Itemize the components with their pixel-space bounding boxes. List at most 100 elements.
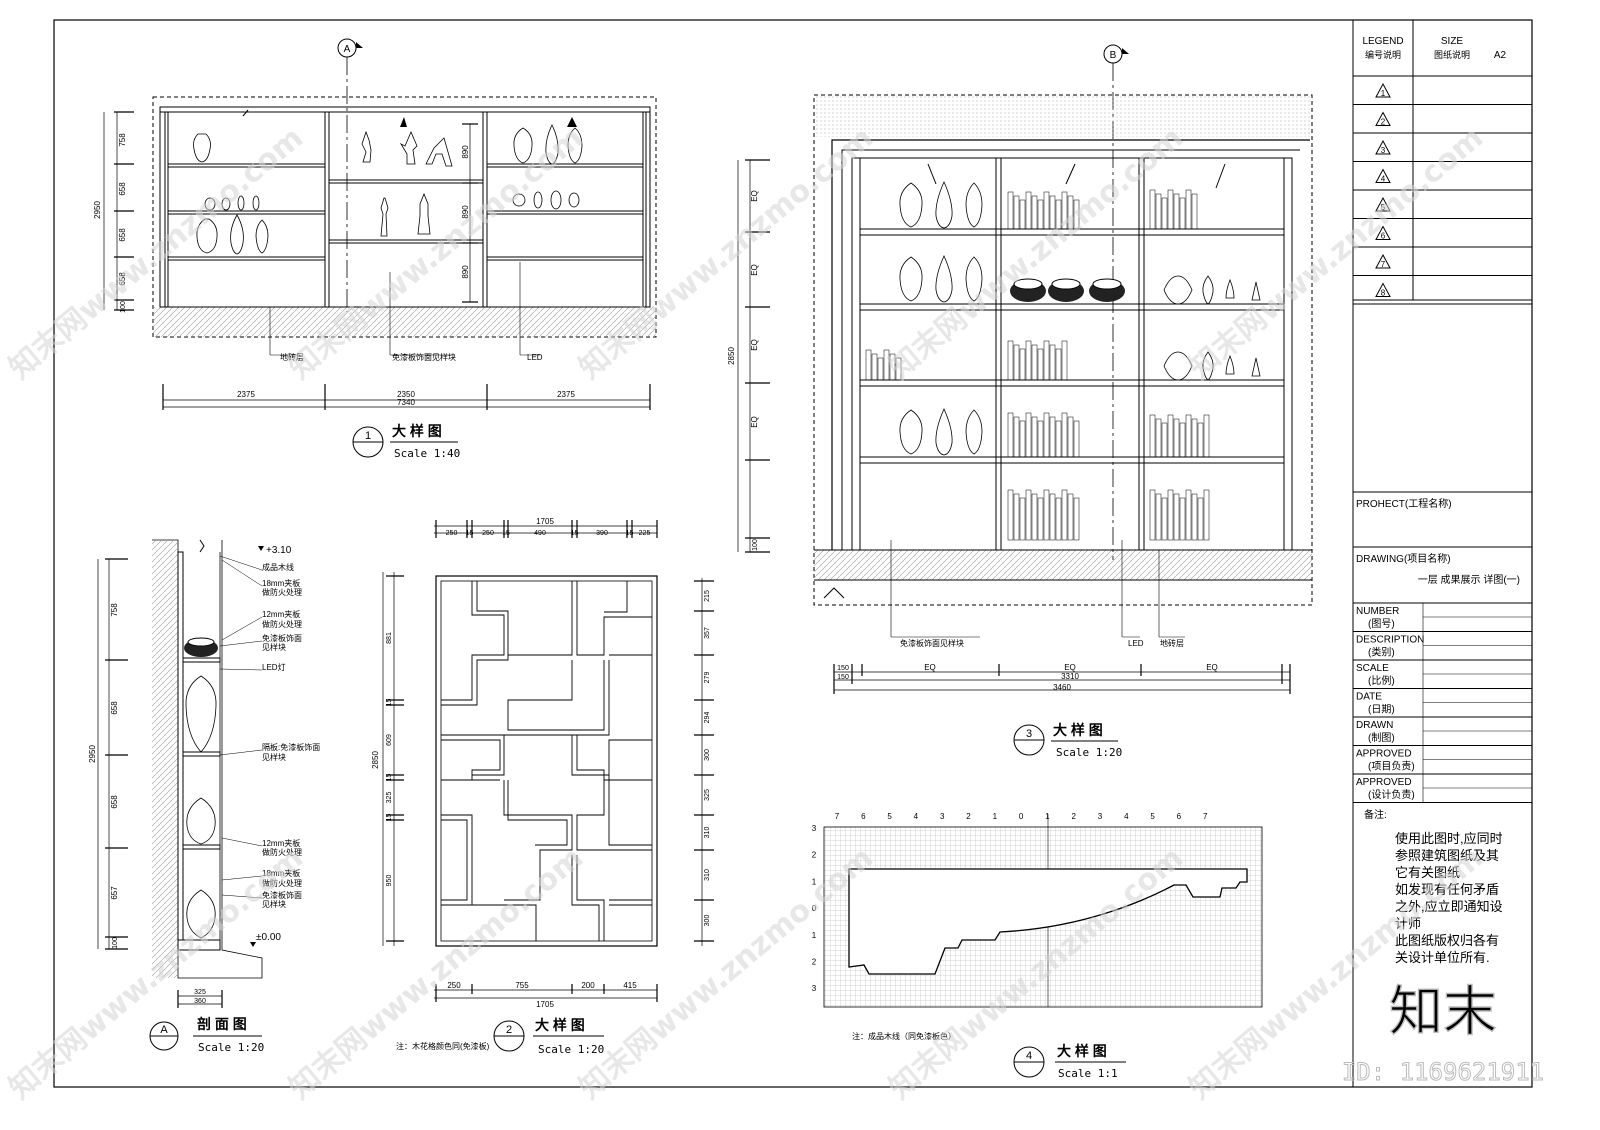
- d2-dim-left: 15: [386, 814, 393, 822]
- d2-dim-right: 279: [704, 672, 711, 684]
- field-label-en: APPROVED: [1356, 749, 1412, 760]
- field-label-cn: (类别): [1368, 646, 1395, 659]
- section-a: +3.10 ±0.00 成品木线18mm夹板做防火处理12mm夹板做防火处理免漆…: [88, 539, 320, 1054]
- legend-row-number: 5: [1381, 203, 1386, 212]
- d2-note: 注：木花格颜色同(免漆板): [396, 1041, 490, 1051]
- note-line: 之外,应立即通知设: [1395, 899, 1503, 914]
- sa-dim-left-5: 100: [112, 937, 119, 949]
- drawing-label: DRAWING(项目名称): [1356, 552, 1451, 565]
- d3-dim-left-5: 100: [752, 539, 759, 551]
- detail-1-title: 大 样 图: [392, 423, 442, 439]
- section-a-callout: 免漆板饰面: [262, 890, 302, 900]
- dim-left-2: 658: [118, 182, 127, 196]
- section-a-callout: 18mm夹板: [262, 868, 300, 878]
- dim-bottom-1: 2375: [237, 390, 255, 399]
- field-rows: NUMBER(图号)DESCRIPTION(类别)SCALE(比例)DATE(日…: [1353, 603, 1532, 803]
- section-a-callout: 见样块: [262, 899, 286, 909]
- d2-dim-top: 390: [596, 530, 608, 537]
- section-a-callout: 做防火处理: [262, 847, 302, 857]
- section-a-callout: 成品木线: [262, 562, 294, 572]
- detail-3-scale: Scale 1:20: [1056, 746, 1122, 759]
- section-a-callout: 12mm夹板: [262, 838, 300, 848]
- detail-1-elevation: A: [93, 38, 657, 460]
- d2-dim-left: 15: [386, 699, 393, 707]
- d3-dim-bottom-eq2: EQ: [1064, 663, 1076, 672]
- sa-dim-bottom-1: 325: [194, 989, 206, 996]
- d4-tick-left: 0: [812, 904, 817, 913]
- legend-triangle-icon: [1375, 282, 1391, 297]
- detail-4-scale: Scale 1:1: [1058, 1067, 1118, 1080]
- d2-dim-left: 881: [386, 632, 393, 644]
- note-line: 关设计单位所有.: [1395, 950, 1490, 965]
- size-label: SIZE: [1441, 36, 1464, 47]
- section-a-callout: 见样块: [262, 642, 286, 652]
- field-label-en: NUMBER: [1356, 606, 1399, 617]
- legend-triangle-icon: [1375, 225, 1391, 240]
- dim-left-total: 2950: [93, 201, 102, 219]
- field-label-cn: (图号): [1368, 618, 1395, 630]
- sa-dim-left-3: 658: [110, 795, 119, 809]
- sa-dim-left-total: 2950: [88, 745, 97, 763]
- brand-id: ID: 1169621911: [1342, 1058, 1544, 1086]
- section-a-callout: 12mm夹板: [262, 609, 300, 619]
- field-label-en: APPROVED: [1356, 777, 1412, 788]
- d3-dim-bottom-eq1: EQ: [924, 663, 936, 672]
- d2-dim-bottom-3: 200: [581, 981, 595, 990]
- legend-row-number: 7: [1381, 260, 1386, 269]
- section-a-callout: LED灯: [262, 662, 286, 672]
- d4-tick-top: 2: [1071, 812, 1076, 821]
- field-label-cn: (设计负责): [1368, 788, 1415, 801]
- notes: 使用此图时,应同时参照建筑图纸及其它有关图纸如发现有任何矛盾之外,应立即通知设计…: [1395, 831, 1503, 965]
- note-line: 计师: [1395, 916, 1421, 931]
- field-label-en: SCALE: [1356, 663, 1389, 674]
- dim-left-1: 758: [118, 133, 127, 147]
- d4-tick-top: 3: [940, 812, 945, 821]
- notes-label: 备注:: [1364, 808, 1387, 821]
- legend-cn-label: 编号说明: [1365, 49, 1401, 60]
- dim-left-5: 100: [120, 301, 127, 313]
- watermark-text: 知末网www.znzmo.com: [3, 120, 310, 386]
- legend-row-number: 3: [1381, 146, 1386, 155]
- legend-label: LEGEND: [1362, 36, 1403, 47]
- legend-row-number: 8: [1381, 289, 1386, 298]
- section-a-callout: 免漆板饰面: [262, 633, 302, 643]
- d2-dim-top: 225: [639, 530, 651, 537]
- d2-dim-left: 15: [386, 774, 393, 782]
- d4-tick-left: 1: [812, 931, 817, 940]
- d2-dim-right: 294: [704, 712, 711, 724]
- d4-tick-left: 2: [812, 958, 817, 967]
- legend-triangle-icon: [1375, 82, 1391, 98]
- d2-dim-bottom-2: 755: [515, 981, 529, 990]
- watermark-text: 知末网www.znzmo.com: [1183, 120, 1490, 386]
- dim-bottom-2: 2350: [397, 390, 415, 399]
- d4-tick-top: 6: [861, 812, 866, 821]
- section-a-callout: 做防火处理: [262, 619, 302, 629]
- d3-dim-left-2: EQ: [750, 264, 759, 276]
- drawing-name: 一层 成果展示 详图(一): [1418, 573, 1520, 586]
- callout-led-3: LED: [1128, 639, 1144, 648]
- d2-dim-top: 250: [482, 530, 494, 537]
- project-label: PROHECT(工程名称): [1356, 497, 1452, 510]
- d4-tick-left: 3: [812, 824, 817, 833]
- section-marker-b-label: B: [1110, 50, 1117, 61]
- note-line: 它有关图纸: [1395, 865, 1460, 880]
- d4-tick-top: 2: [966, 812, 971, 821]
- dim-mid-3: 890: [461, 265, 470, 279]
- d4-tick-top: 3: [1098, 812, 1103, 821]
- watermark-layer: 知末网www.znzmo.com知末网www.znzmo.com知末网www.z…: [3, 120, 1490, 1106]
- d4-tick-top: 4: [1124, 812, 1129, 821]
- sheet-border: [53, 19, 1533, 1088]
- legend-row-number: 4: [1381, 175, 1386, 184]
- dim-bottom-3: 2375: [557, 390, 575, 399]
- d3-dim-bottom-eq3: EQ: [1206, 663, 1218, 672]
- legend-row-number: 1: [1381, 89, 1386, 98]
- section-marker-a-label: A: [344, 44, 351, 55]
- d2-dim-bottom-total: 1705: [536, 1000, 554, 1009]
- level-bottom: ±0.00: [256, 932, 281, 943]
- d4-tick-top: 7: [1203, 812, 1208, 821]
- note-line: 如发现有任何矛盾: [1395, 882, 1499, 897]
- d4-tick-top: 1: [1045, 812, 1050, 821]
- d2-dim-right: 310: [704, 827, 711, 839]
